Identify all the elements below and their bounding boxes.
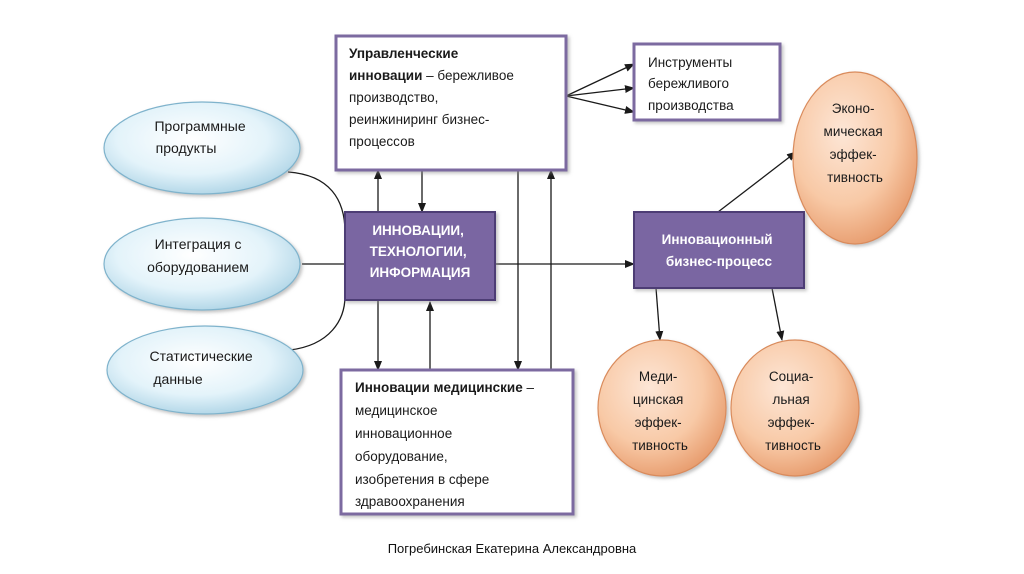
tools-line1: Инструменты <box>648 55 732 70</box>
connector-statistics <box>289 295 346 351</box>
medical-effect-line2: цинская <box>633 392 684 407</box>
arrow-management-to-tools-2 <box>565 85 635 97</box>
arrow-management-to-tools-3 <box>565 95 635 114</box>
social-effect-line4: тивность <box>765 438 821 453</box>
medical-line6: здравоохранения <box>355 494 465 509</box>
medical-line4: оборудование, <box>355 449 448 464</box>
oval-equipment-line1: Интеграция с <box>155 236 242 252</box>
tools-line3: производства <box>648 98 734 113</box>
center-box-line1: ИННОВАЦИИ, <box>372 223 464 238</box>
economic-line4: тивность <box>827 170 883 185</box>
social-effect-line3: эффек- <box>768 415 815 430</box>
medical-dash: – <box>523 380 535 395</box>
medical-title: Инновации медицинские <box>355 380 523 395</box>
arrows <box>374 63 797 371</box>
management-title-line2: инновации <box>349 68 422 83</box>
oval-statistics: Статистические данные <box>106 325 304 415</box>
tools-box: Инструменты бережливого производства <box>632 42 782 122</box>
management-line3: производство, <box>349 90 438 105</box>
oval-software: Программные продукты <box>103 101 301 195</box>
svg-text:ИННОВАЦИИ, ТЕХНОЛОГИИ,: ИННОВАЦИИ, ТЕХНОЛОГИИ, ИНФОРМАЦИЯ <box>370 223 471 280</box>
arrow-process-to-medical-effect <box>655 287 664 341</box>
social-effect-line2: льная <box>773 392 810 407</box>
economic-line2: мическая <box>824 124 883 139</box>
oval-software-line2: продукты <box>156 140 217 156</box>
svg-text:Статистические данные: Статистические данные <box>149 348 256 387</box>
oval-equipment: Интеграция с оборудованием <box>103 217 301 311</box>
svg-text:Инновации медицинские –: Инновации медицинские – медицинское инно… <box>355 380 538 509</box>
process-line1: Инновационный <box>662 232 773 247</box>
oval-equipment-line2: оборудованием <box>147 259 249 275</box>
process-box: Инновационный бизнес-процесс <box>633 211 805 289</box>
medical-box: Инновации медицинские – медицинское инно… <box>339 368 575 516</box>
tools-line2: бережливого <box>648 76 729 91</box>
economic-line1: Эконо- <box>832 101 875 116</box>
svg-text:Инновационный бизнес-про: Инновационный бизнес-процесс <box>662 232 777 269</box>
oval-economic-effect: Эконо- мическая эффек- тивность <box>792 71 918 245</box>
svg-text:Управленческие инновации: Управленческие инновации – бережливое пр… <box>349 46 518 149</box>
svg-text:Инструменты бережливого: Инструменты бережливого производства <box>648 55 736 113</box>
oval-medical-effect: Меди- цинская эффек- тивность <box>597 339 727 477</box>
center-box-line3: ИНФОРМАЦИЯ <box>370 265 471 280</box>
medical-line5: изобретения в сфере <box>355 472 489 487</box>
svg-text:Меди- цинская эффе: Меди- цинская эффек- тивность <box>632 369 688 453</box>
social-effect-line1: Социа- <box>769 369 814 384</box>
management-line5: процессов <box>349 134 415 149</box>
medical-effect-line4: тивность <box>632 438 688 453</box>
management-box: Управленческие инновации – бережливое пр… <box>334 34 568 172</box>
medical-effect-line3: эффек- <box>635 415 682 430</box>
economic-line3: эффек- <box>830 147 877 162</box>
svg-text:Социа- льная эффек: Социа- льная эффек- тивность <box>765 369 821 453</box>
management-title-line1: Управленческие <box>349 46 459 61</box>
oval-software-line1: Программные <box>154 118 245 134</box>
management-tail-line2: – бережливое <box>422 68 513 83</box>
medical-line3: инновационное <box>355 426 452 441</box>
arrow-process-to-social-effect <box>771 287 785 341</box>
svg-text:Программные продукты: Программные продукты <box>154 118 249 156</box>
oval-statistics-line2: данные <box>153 371 202 387</box>
center-box-line2: ТЕХНОЛОГИИ, <box>370 244 467 259</box>
svg-text:Эконо- мическая эф: Эконо- мическая эффек- тивность <box>824 101 887 185</box>
oval-social-effect: Социа- льная эффек- тивность <box>730 339 860 477</box>
arrow-process-to-economic <box>717 151 797 213</box>
center-box: ИННОВАЦИИ, ТЕХНОЛОГИИ, ИНФОРМАЦИЯ <box>344 211 496 301</box>
management-line4: реинжиниринг бизнес- <box>349 112 489 127</box>
medical-line2: медицинское <box>355 403 437 418</box>
svg-text:Интеграция с оборудовани: Интеграция с оборудованием <box>147 236 249 275</box>
process-line2: бизнес-процесс <box>666 254 773 269</box>
footer-author: Погребинская Екатерина Александровна <box>387 541 637 556</box>
oval-statistics-line1: Статистические <box>149 348 252 364</box>
connector-software <box>287 171 346 233</box>
medical-effect-line1: Меди- <box>639 369 678 384</box>
arrow-management-to-tools-1 <box>565 63 635 97</box>
